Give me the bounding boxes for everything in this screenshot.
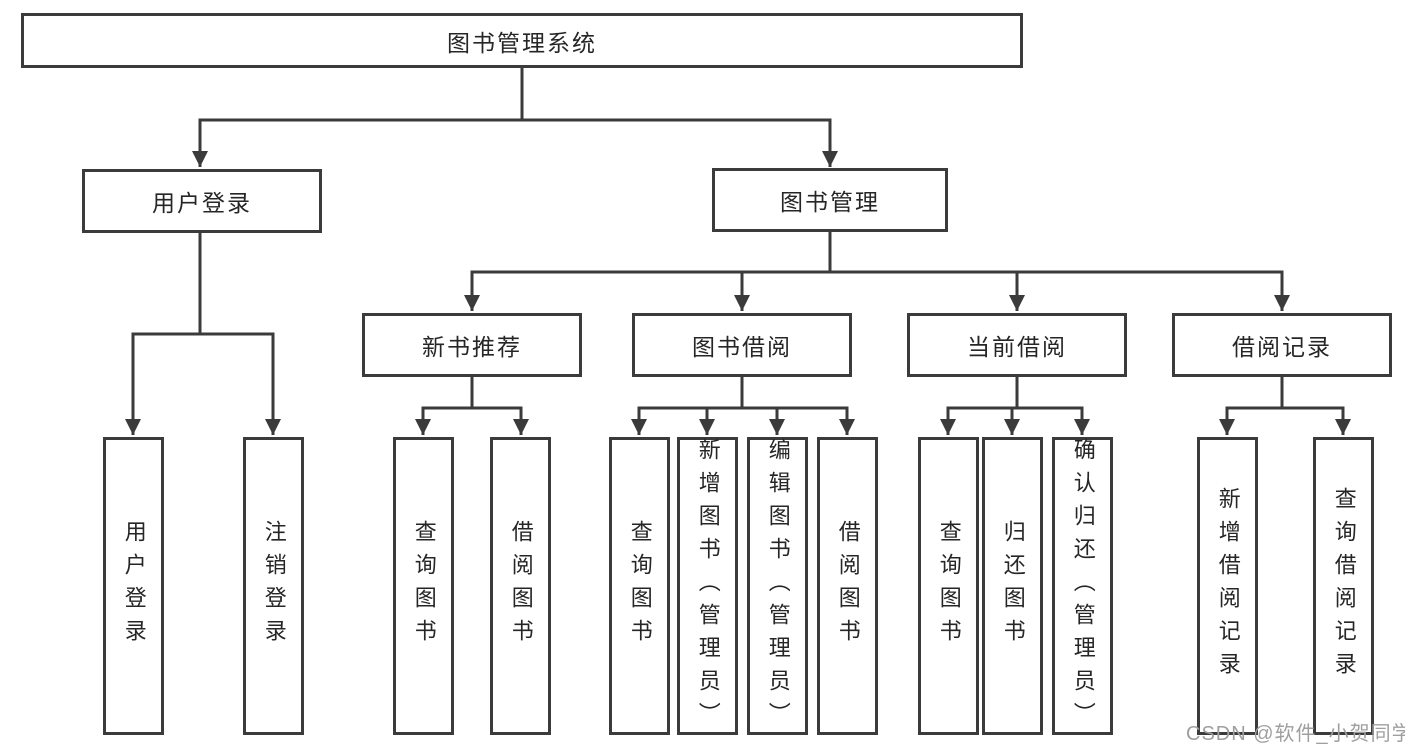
connector-user-login xyxy=(125,231,281,435)
leaf-add-borrow-record: 新增借阅记录 xyxy=(1197,437,1258,735)
connector-root xyxy=(192,66,838,167)
connector-current-borrowing xyxy=(940,375,1090,435)
leaf-borrow-books-recommend: 借阅图书 xyxy=(490,437,551,735)
leaf-query-books-recommend: 查询图书 xyxy=(393,437,454,735)
node-library-management-system: 图书管理系统 xyxy=(21,13,1023,68)
leaf-label: 借阅图书 xyxy=(508,520,534,652)
node-book-borrowing: 图书借阅 xyxy=(632,313,852,377)
leaf-query-borrow-record: 查询借阅记录 xyxy=(1313,437,1374,735)
node-label: 当前借阅 xyxy=(967,334,1067,360)
leaf-confirm-return-admin: 确认归还（管理员） xyxy=(1052,437,1113,735)
node-current-borrowing: 当前借阅 xyxy=(907,313,1127,377)
node-label: 用户登录 xyxy=(152,190,252,216)
connector-book-borrowing xyxy=(631,375,855,435)
leaf-borrow-books-borrow: 借阅图书 xyxy=(817,437,878,735)
leaf-user-login: 用户登录 xyxy=(103,437,164,735)
leaf-label: 查询图书 xyxy=(411,520,437,652)
node-new-book-recommendation: 新书推荐 xyxy=(362,313,582,377)
leaf-label: 编辑图书（管理员） xyxy=(765,437,791,735)
leaf-query-books-borrow: 查询图书 xyxy=(609,437,670,735)
node-label: 图书管理 xyxy=(780,189,880,215)
leaf-label: 查询借阅记录 xyxy=(1331,487,1357,685)
leaf-query-books-current: 查询图书 xyxy=(918,437,979,735)
node-label: 图书管理系统 xyxy=(447,29,597,56)
leaf-label: 新增图书（管理员） xyxy=(695,437,721,735)
leaf-label: 借阅图书 xyxy=(835,520,861,652)
leaf-logout: 注销登录 xyxy=(243,437,304,735)
leaf-edit-books-admin: 编辑图书（管理员） xyxy=(747,437,808,735)
connector-book-management xyxy=(464,230,1290,311)
leaf-label: 新增借阅记录 xyxy=(1215,487,1241,685)
connector-new-book-recommendation xyxy=(415,375,529,435)
csdn-watermark: CSDN @软件_小贺同学 xyxy=(1186,723,1405,745)
node-book-management: 图书管理 xyxy=(712,168,948,232)
node-label: 新书推荐 xyxy=(422,334,522,360)
leaf-label: 查询图书 xyxy=(627,520,653,652)
node-label: 图书借阅 xyxy=(692,334,792,360)
node-label: 借阅记录 xyxy=(1232,334,1332,360)
leaf-label: 确认归还（管理员） xyxy=(1070,437,1096,735)
node-user-login: 用户登录 xyxy=(82,169,322,233)
leaf-add-books-admin: 新增图书（管理员） xyxy=(677,437,738,735)
leaf-label: 用户登录 xyxy=(121,520,147,652)
connector-borrowing-records xyxy=(1219,375,1351,435)
node-borrowing-records: 借阅记录 xyxy=(1172,313,1392,377)
leaf-label: 注销登录 xyxy=(261,520,287,652)
leaf-label: 查询图书 xyxy=(936,520,962,652)
leaf-return-books: 归还图书 xyxy=(982,437,1043,735)
leaf-label: 归还图书 xyxy=(1000,520,1026,652)
